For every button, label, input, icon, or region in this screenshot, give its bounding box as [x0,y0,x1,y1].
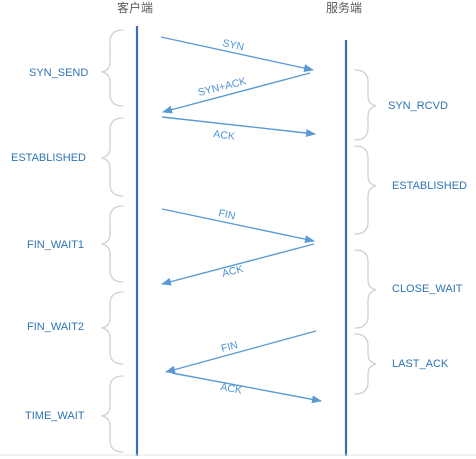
state-fin-wait1: FIN_WAIT1 [27,239,84,251]
arrow-syn-ack [162,72,311,114]
msg-ack-2: ACK [221,263,245,280]
arrow-ack-1 [161,116,316,137]
msg-fin-1: FIN [217,207,236,222]
arrow-fin-1 [161,208,315,244]
state-time-wait: TIME_WAIT [25,410,85,422]
msg-ack-1: ACK [213,128,236,143]
brace-syn-send [101,29,124,107]
state-close-wait: CLOSE_WAIT [392,283,463,295]
state-syn-rcvd: SYN_RCVD [388,100,448,112]
msg-fin-2: FIN [220,339,239,355]
msg-ack-3: ACK [219,381,242,397]
msg-syn-ack: SYN+ACK [197,75,248,99]
server-header: 服务端 [326,0,362,15]
client-header: 客户端 [117,0,153,15]
state-fin-wait2: FIN_WAIT2 [27,321,84,333]
arrow-syn [160,36,314,72]
state-last-ack: LAST_ACK [392,358,449,370]
msg-syn: SYN [221,37,245,53]
state-syn-send: SYN_SEND [29,67,88,79]
arrow-ack-2 [161,243,315,286]
brace-time-wait [101,375,124,453]
arrow-fin-2 [165,330,317,374]
brace-last-ack [354,333,377,395]
brace-established-client [101,117,124,197]
state-established-client: ESTABLISHED [11,152,86,164]
state-established-server: ESTABLISHED [392,180,467,192]
brace-syn-rcvd [354,69,377,141]
brace-fin-wait1 [101,205,124,283]
brace-fin-wait2 [101,291,124,365]
brace-established-server [354,145,377,235]
arrow-ack-3 [171,372,322,404]
brace-close-wait [354,249,377,329]
